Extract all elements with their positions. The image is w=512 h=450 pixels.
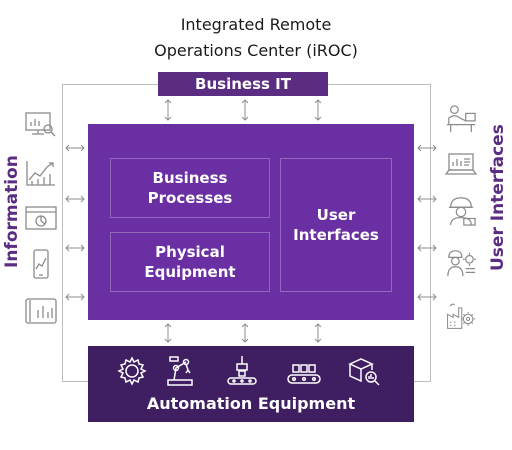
pie-chart-window-icon xyxy=(25,206,57,230)
frame-bottom-right xyxy=(414,381,431,382)
operator-at-desk-icon xyxy=(446,105,476,133)
arrow-left-2 xyxy=(65,195,85,203)
user-interfaces-side-label: User Interfaces xyxy=(488,124,508,271)
arrow-main-auto-1 xyxy=(164,323,172,343)
arrow-left-1 xyxy=(65,144,85,152)
arrow-right-2 xyxy=(417,195,437,203)
user-interfaces-label: User Interfaces xyxy=(293,206,379,244)
arrow-bizit-main-1 xyxy=(164,99,172,121)
diagram-title: Integrated Remote Operations Center (iRO… xyxy=(0,12,512,64)
business-processes-box: Business Processes xyxy=(110,158,270,218)
user-interfaces-box: User Interfaces xyxy=(280,158,392,292)
frame-right xyxy=(430,84,431,382)
business-it-box: Business IT xyxy=(158,72,328,96)
frame-left xyxy=(62,84,63,382)
title-line-1: Integrated Remote xyxy=(180,15,332,34)
technician-gear-icon xyxy=(447,250,476,277)
package-inspection-icon xyxy=(348,358,380,386)
physical-equipment-label: Physical Equipment xyxy=(144,243,236,281)
arrow-left-3 xyxy=(65,244,85,252)
arrow-right-1 xyxy=(417,144,437,152)
frame-top-right xyxy=(328,84,430,85)
laptop-dashboard-icon xyxy=(444,153,478,175)
arrow-bizit-main-2 xyxy=(241,99,249,121)
gear-icon xyxy=(117,356,147,386)
conveyor-icon xyxy=(287,364,321,384)
monitor-chart-search-icon xyxy=(25,112,56,137)
mobile-chart-icon xyxy=(33,249,49,279)
engineer-hardhat-icon xyxy=(448,197,476,226)
arrow-left-4 xyxy=(65,293,85,301)
title-line-2: Operations Center (iROC) xyxy=(154,41,358,60)
automation-equipment-label: Automation Equipment xyxy=(146,394,356,413)
frame-bottom-left xyxy=(62,381,88,382)
business-processes-label: Business Processes xyxy=(147,169,233,207)
arrow-right-4 xyxy=(417,293,437,301)
arrow-main-auto-2 xyxy=(241,323,249,343)
arrow-main-auto-3 xyxy=(314,323,322,343)
line-chart-up-icon xyxy=(26,161,55,186)
tablet-bar-chart-icon xyxy=(25,298,57,324)
factory-gear-icon xyxy=(447,303,476,329)
main-operations-box: Business Processes Physical Equipment Us… xyxy=(88,124,414,320)
arrow-right-3 xyxy=(417,244,437,252)
arrow-bizit-main-3 xyxy=(314,99,322,121)
automation-equipment-bar: Automation Equipment xyxy=(88,346,414,422)
physical-equipment-box: Physical Equipment xyxy=(110,232,270,292)
information-label: Information xyxy=(2,155,22,268)
robot-arm-icon xyxy=(167,356,193,386)
frame-top-left xyxy=(62,84,158,85)
pick-and-place-icon xyxy=(227,356,257,385)
